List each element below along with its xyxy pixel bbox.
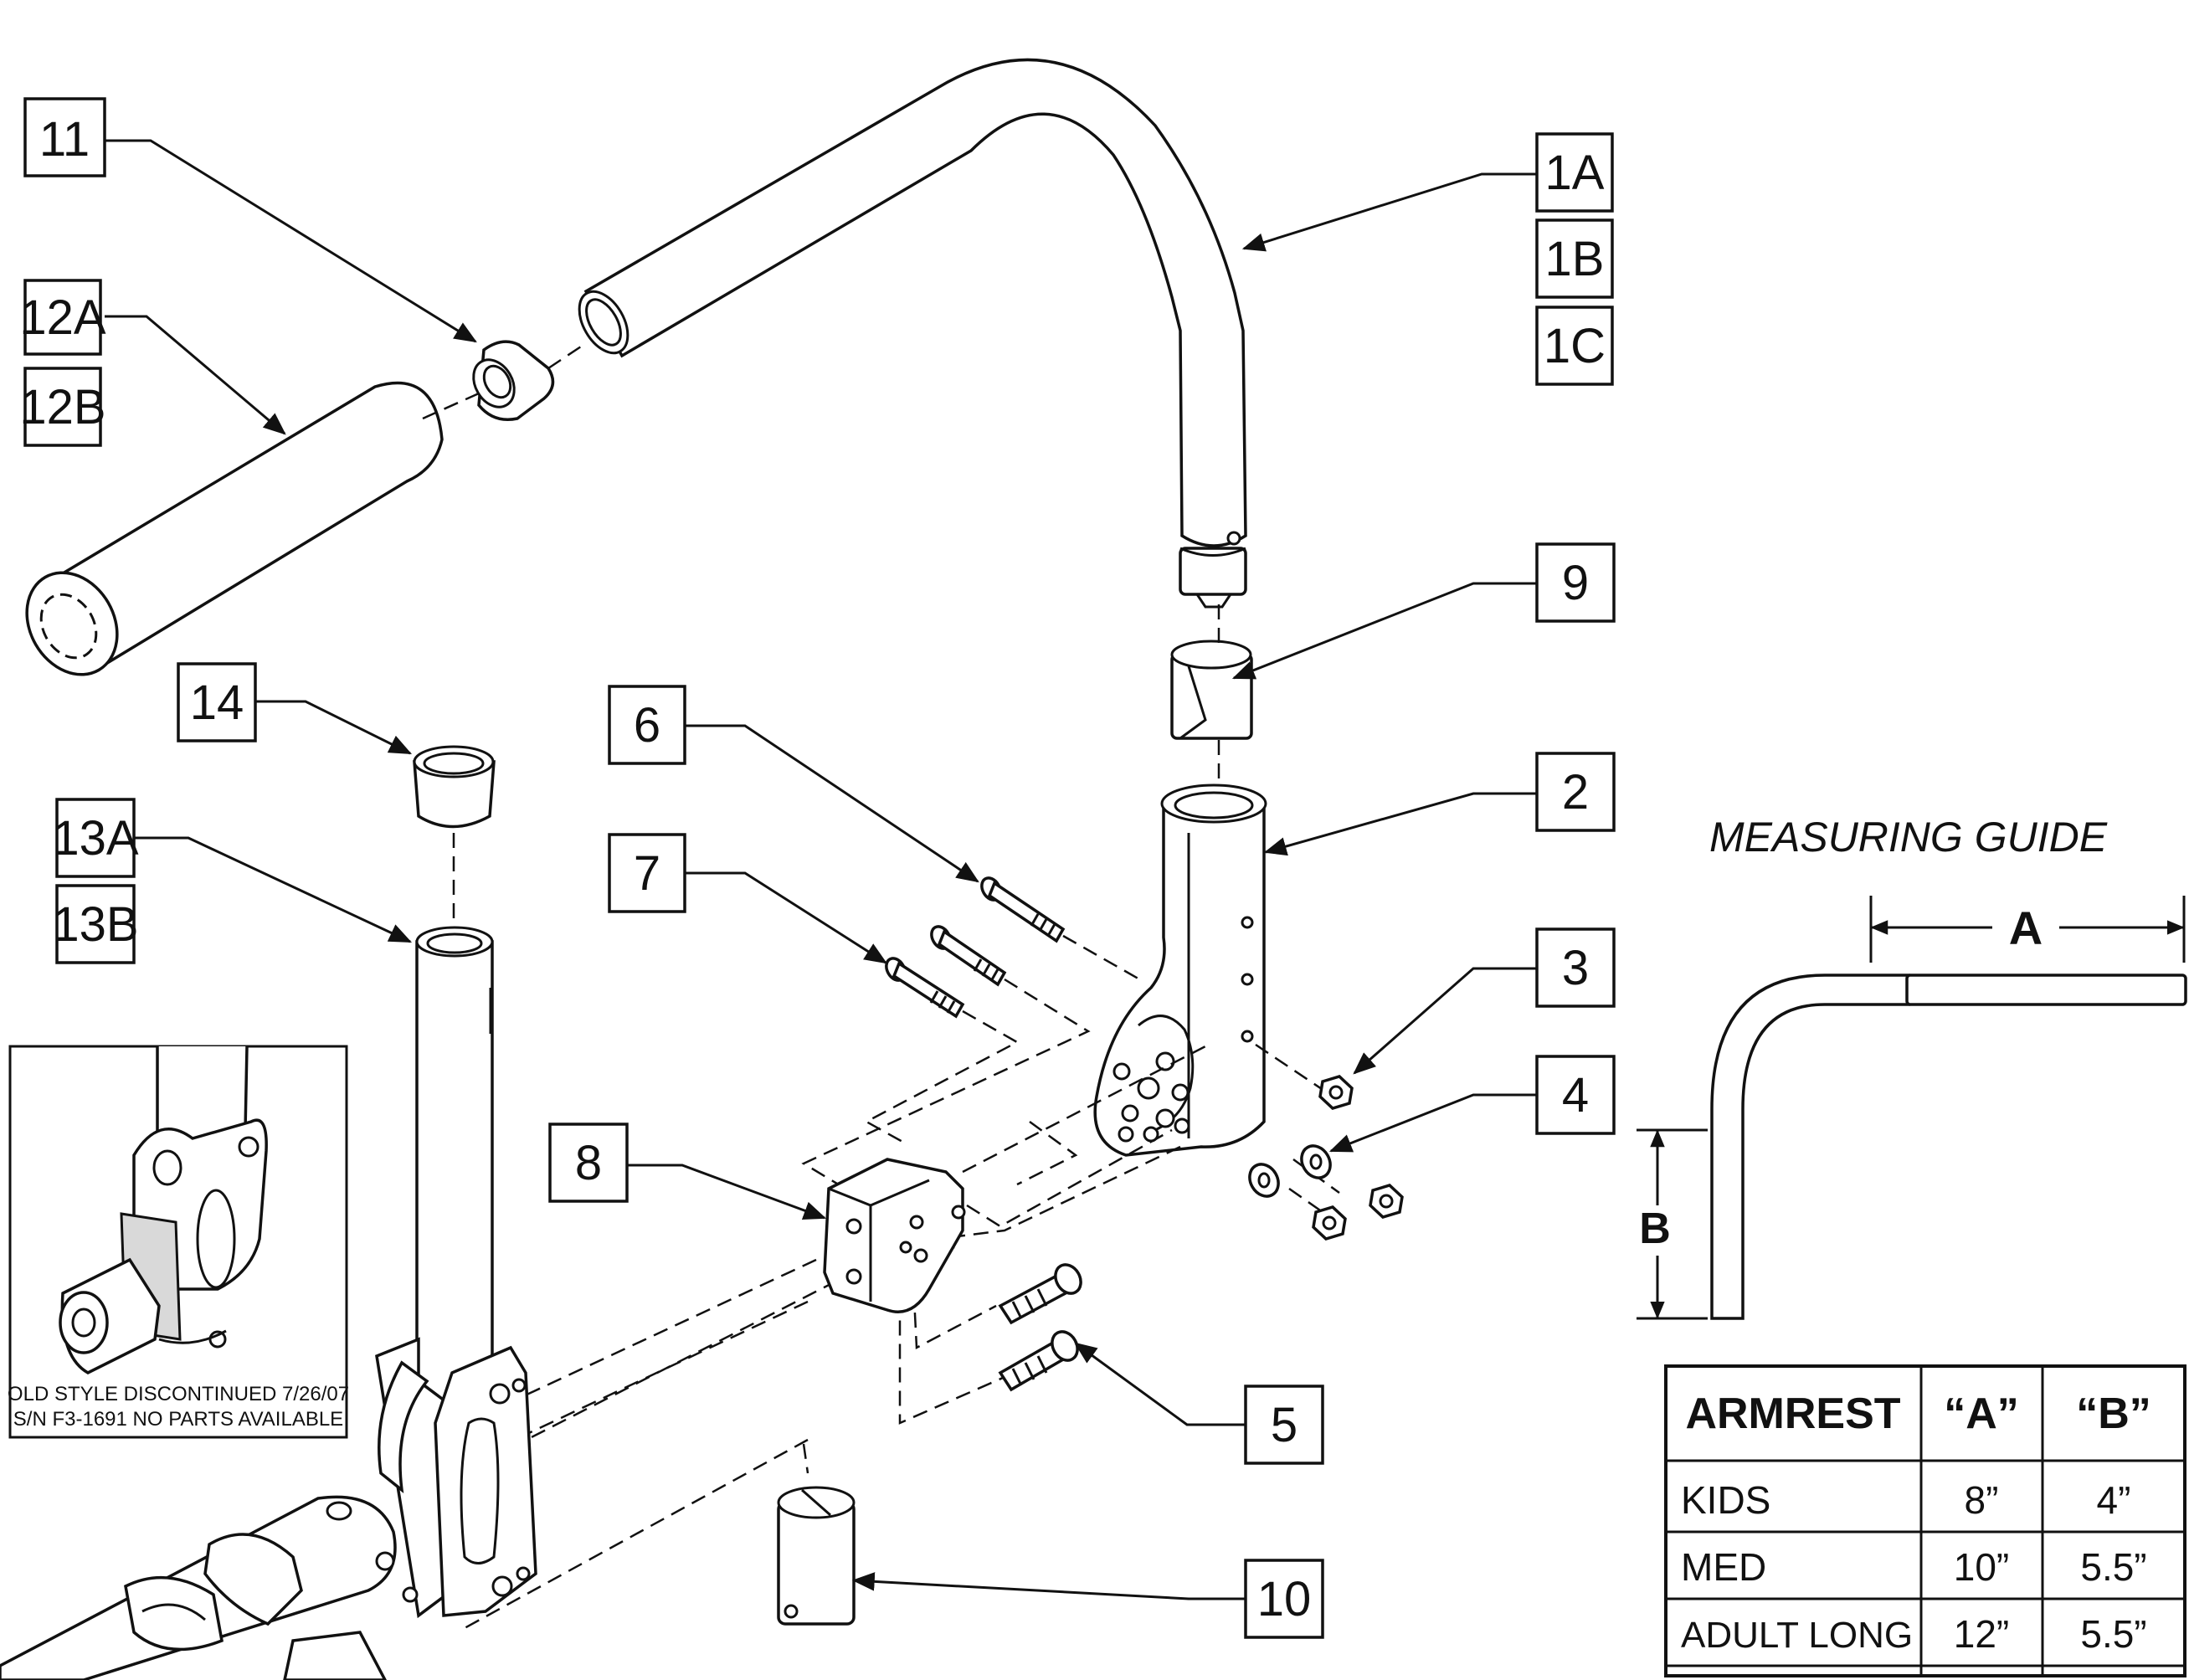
- grip-centerline: [422, 392, 480, 420]
- mounting-bracket-part: [823, 1158, 966, 1313]
- callout-9: 9: [1535, 542, 1616, 623]
- hand-grip-part: [25, 381, 444, 676]
- svg-text:1A: 1A: [1545, 146, 1605, 200]
- screw-part-7b: [885, 957, 965, 1019]
- callout-12a: 12A: [19, 279, 106, 356]
- nut-part-4a: [1369, 1184, 1404, 1219]
- screw-part-7a: [930, 925, 1007, 987]
- svg-text:4: 4: [1562, 1068, 1589, 1123]
- washer-part-4b: [1248, 1163, 1280, 1198]
- table-cell-med-name: MED: [1681, 1545, 1766, 1589]
- callout-8: 8: [548, 1123, 629, 1203]
- screw-part-6: [980, 876, 1066, 943]
- callout-10: 10: [1244, 1559, 1324, 1639]
- table-header-armrest: ARMREST: [1685, 1390, 1900, 1438]
- old-style-inset: OLD STYLE DISCONTINUED 7/26/07 S/N F3-16…: [8, 1045, 349, 1439]
- svg-text:12B: 12B: [19, 380, 105, 434]
- svg-text:11: 11: [39, 112, 90, 167]
- tube-cap-part: [413, 745, 496, 829]
- callout-4: 4: [1535, 1055, 1616, 1135]
- svg-text:13A: 13A: [52, 811, 139, 866]
- measuring-guide-title: MEASURING GUIDE: [1709, 814, 2108, 861]
- table-header-b: “B”: [2076, 1390, 2151, 1438]
- socket-screw-part-5b: [998, 1330, 1079, 1392]
- armrest-size-table: ARMREST “A” “B” KIDS 8” 4” MED 10” 5.5” …: [1664, 1364, 2186, 1677]
- end-plug-part: [472, 340, 555, 421]
- callout-12b: 12B: [19, 367, 106, 447]
- table-cell-kids-name: KIDS: [1681, 1478, 1770, 1522]
- nut-part-3: [1318, 1075, 1354, 1110]
- inset-caption-line1: OLD STYLE DISCONTINUED 7/26/07: [8, 1383, 349, 1405]
- callout-1a: 1A: [1535, 132, 1614, 213]
- split-collar-part: [1170, 640, 1253, 740]
- table-cell-kids-a: 8”: [1965, 1478, 1999, 1522]
- inset-caption-line2: S/N F3-1691 NO PARTS AVAILABLE: [13, 1408, 343, 1431]
- svg-text:12A: 12A: [19, 290, 106, 345]
- svg-text:5: 5: [1271, 1398, 1297, 1452]
- svg-text:3: 3: [1562, 941, 1589, 995]
- plug-centerline: [547, 342, 587, 370]
- receiver-tube-part: [415, 926, 494, 1412]
- svg-text:7: 7: [634, 846, 660, 901]
- table-cell-med-b: 5.5”: [2080, 1545, 2146, 1589]
- table-cell-adult-b: 5.5”: [2080, 1612, 2146, 1656]
- callout-1c: 1C: [1535, 306, 1614, 386]
- svg-text:14: 14: [190, 676, 244, 730]
- table-header-a: “A”: [1944, 1390, 2019, 1438]
- callout-leaders: [105, 139, 1537, 1600]
- callout-3: 3: [1535, 927, 1616, 1008]
- callout-2: 2: [1535, 752, 1616, 832]
- callout-13b: 13B: [52, 884, 139, 964]
- svg-text:13B: 13B: [52, 897, 138, 952]
- dimension-b-label: B: [1639, 1205, 1671, 1253]
- callout-7: 7: [608, 833, 686, 913]
- table-cell-adult-name: ADULT LONG: [1681, 1615, 1913, 1656]
- dimension-a-label: A: [2009, 902, 2043, 954]
- armrest-tube-part: [578, 58, 1247, 609]
- svg-text:2: 2: [1562, 765, 1589, 819]
- callout-11: 11: [23, 97, 106, 177]
- frame-clamp-assembly: [0, 1337, 537, 1680]
- svg-text:9: 9: [1562, 556, 1589, 610]
- socket-screw-part-5a: [998, 1263, 1082, 1325]
- svg-text:8: 8: [575, 1136, 602, 1190]
- svg-text:1C: 1C: [1544, 319, 1606, 373]
- nut-part-4b: [1312, 1205, 1347, 1241]
- table-cell-kids-b: 4”: [2097, 1478, 2131, 1522]
- measuring-guide: MEASURING GUIDE A B: [1637, 814, 2187, 1320]
- callout-5: 5: [1244, 1385, 1324, 1465]
- washer-part-4a: [1300, 1144, 1332, 1179]
- callout-1b: 1B: [1535, 218, 1614, 299]
- pin-sleeve-part: [777, 1486, 856, 1626]
- svg-text:10: 10: [1257, 1572, 1312, 1626]
- table-cell-med-a: 10”: [1954, 1545, 2009, 1589]
- receiver-post-part: [1093, 783, 1267, 1157]
- table-cell-adult-a: 12”: [1954, 1612, 2009, 1656]
- callout-6: 6: [608, 685, 686, 765]
- svg-text:1B: 1B: [1545, 232, 1605, 286]
- callout-14: 14: [177, 662, 257, 742]
- callout-13a: 13A: [52, 798, 139, 878]
- svg-text:6: 6: [634, 698, 660, 753]
